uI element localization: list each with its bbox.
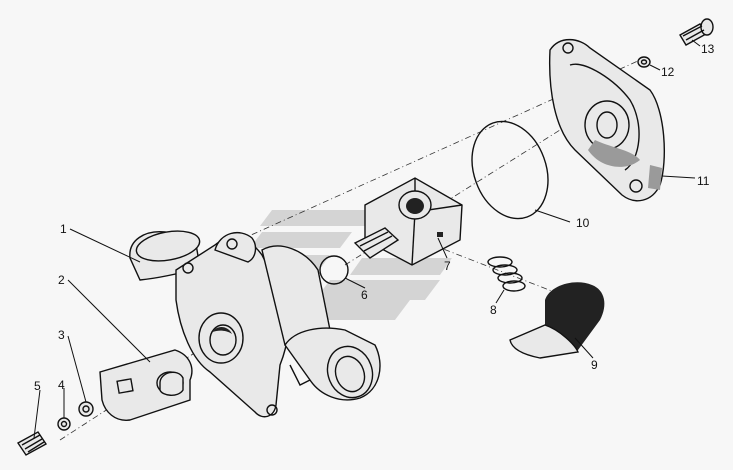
callout-3: 3 xyxy=(58,328,65,342)
callout-labels: 1 2 3 4 5 6 7 8 9 10 11 12 13 xyxy=(34,42,715,393)
leader-lines xyxy=(33,39,701,439)
callout-10: 10 xyxy=(576,216,590,230)
callout-9: 9 xyxy=(591,358,598,372)
washer-part-4 xyxy=(57,417,71,431)
callout-11: 11 xyxy=(697,174,710,188)
spring-part-8 xyxy=(487,256,526,292)
callout-12: 12 xyxy=(661,65,675,79)
housing-part-1 xyxy=(129,230,381,418)
flap-part-9 xyxy=(509,282,605,359)
callout-13: 13 xyxy=(701,42,715,56)
washer-part-12 xyxy=(637,56,651,68)
washer-part-3 xyxy=(78,401,94,417)
o-ring-part-10 xyxy=(471,120,549,220)
callout-2: 2 xyxy=(58,273,65,287)
callout-7: 7 xyxy=(444,259,451,273)
bracket-part-2 xyxy=(99,349,193,421)
cover-plate-part-11 xyxy=(548,38,666,202)
screw-part-13 xyxy=(679,18,714,46)
valve-body-part-7 xyxy=(353,177,463,266)
o-ring-part-6 xyxy=(319,255,349,285)
callout-1: 1 xyxy=(60,222,67,236)
callout-4: 4 xyxy=(58,378,65,392)
callout-6: 6 xyxy=(361,288,368,302)
callout-5: 5 xyxy=(34,379,41,393)
bolt-part-5 xyxy=(16,431,48,456)
callout-8: 8 xyxy=(490,303,497,317)
